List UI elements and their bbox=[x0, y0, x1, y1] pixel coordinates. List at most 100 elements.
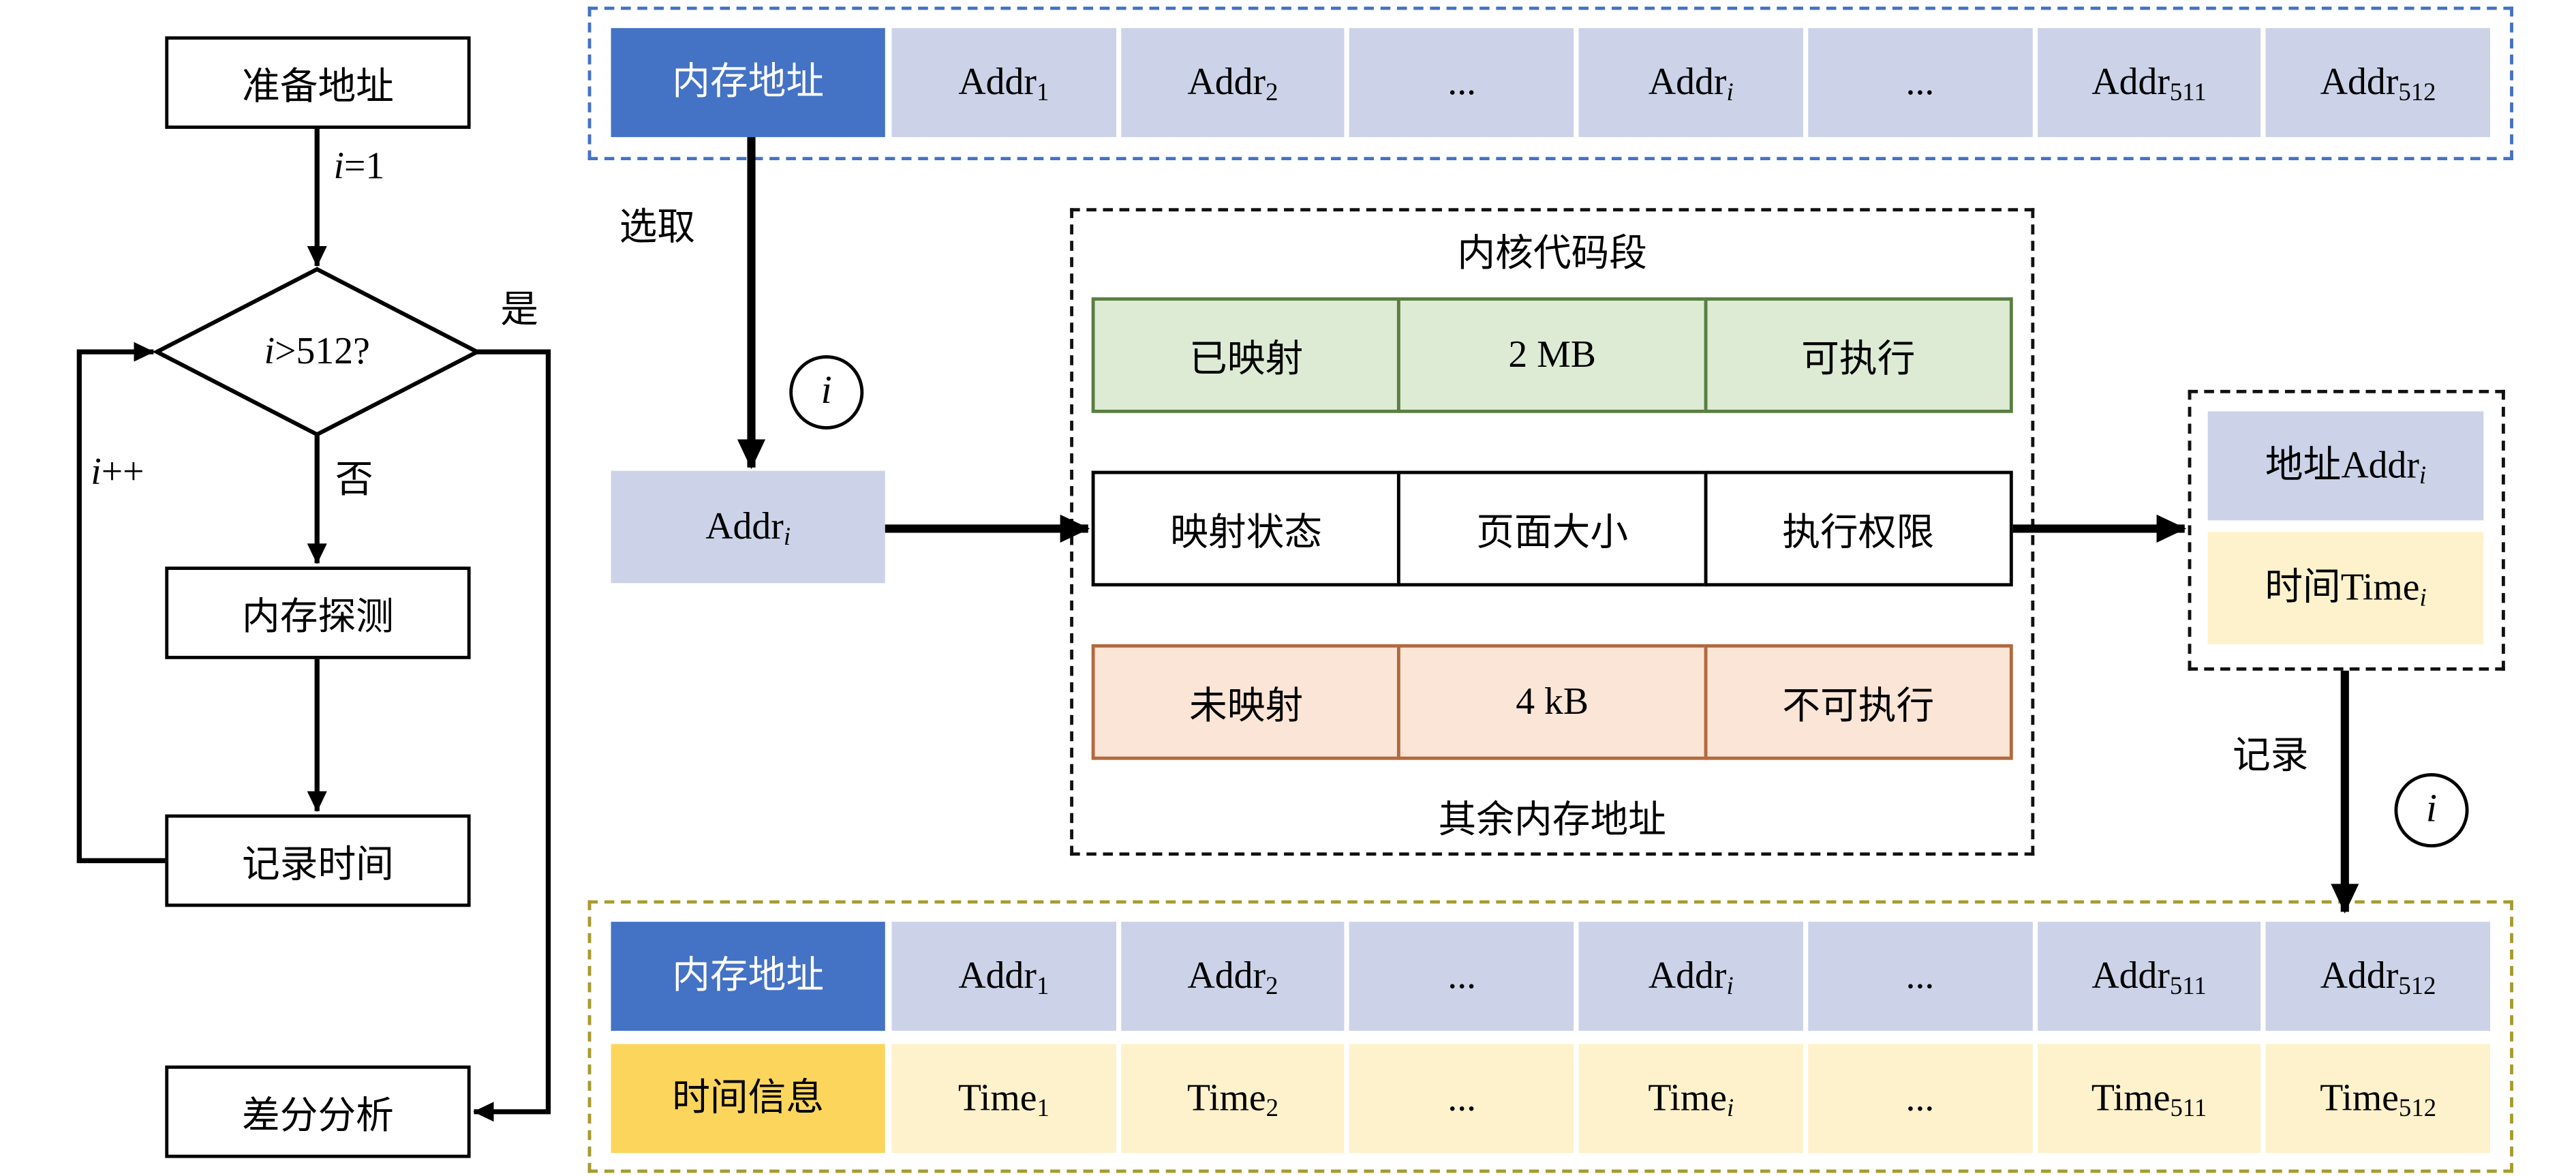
time-base: Time bbox=[1648, 1076, 1727, 1119]
result-table-frame bbox=[587, 900, 2513, 1173]
exec-perm-cell: 执行权限 bbox=[1703, 470, 2013, 587]
addr-base: Addr bbox=[1648, 61, 1727, 103]
address-table-header: 内存地址 bbox=[611, 28, 885, 138]
time-base: Time bbox=[1186, 1076, 1266, 1119]
result-time-cell-512: Time512 bbox=[2266, 1044, 2491, 1154]
unmapped-row: 未映射 4 kB 不可执行 bbox=[1091, 644, 2013, 760]
select-label: 选取 bbox=[619, 206, 696, 248]
time-sub: 512 bbox=[2398, 1094, 2437, 1123]
ellipsis: ... bbox=[1905, 954, 1935, 997]
result-time-base: Time bbox=[2340, 567, 2420, 608]
page-size-cell: 页面大小 bbox=[1397, 470, 1707, 587]
time-base: Time bbox=[2320, 1076, 2399, 1119]
addr-sub: 511 bbox=[2169, 78, 2207, 107]
addr-sub: 1 bbox=[1036, 78, 1049, 107]
address-cell-ellipsis-2: ... bbox=[1807, 28, 2032, 138]
addr-sub: i bbox=[783, 523, 791, 552]
kernel-segment-title: 内核代码段 bbox=[1457, 232, 1648, 275]
result-address-cell: 地址Addri bbox=[2207, 411, 2484, 521]
address-cell-2: Addr2 bbox=[1120, 28, 1345, 138]
result-time-cell-i: Timei bbox=[1578, 1044, 1803, 1154]
result-table-time-header: 时间信息 bbox=[611, 1044, 885, 1154]
attribute-row: 映射状态 页面大小 执行权限 bbox=[1091, 470, 2013, 587]
diff-analysis-box: 差分分析 bbox=[165, 1065, 471, 1158]
selected-address-box: Addri bbox=[611, 470, 885, 584]
result-time-cell: 时间Timei bbox=[2207, 532, 2484, 645]
address-cell-512: Addr512 bbox=[2266, 28, 2491, 138]
unmapped-size-cell: 4 kB bbox=[1397, 644, 1707, 760]
result-time-cell-1: Time1 bbox=[891, 1044, 1116, 1154]
increment-label: i++ bbox=[91, 451, 144, 494]
addr-base: Addr bbox=[2091, 61, 2170, 103]
result-table-addr-header: 内存地址 bbox=[611, 922, 885, 1031]
prepare-address-box: 准备地址 bbox=[165, 36, 471, 130]
result-addr-cell-512: Addr512 bbox=[2266, 922, 2491, 1031]
prepare-address-label: 准备地址 bbox=[241, 65, 394, 108]
ellipsis: ... bbox=[1447, 1076, 1477, 1119]
time-sub: 511 bbox=[2170, 1094, 2207, 1123]
time-sub: 1 bbox=[1037, 1094, 1049, 1123]
mapped-size-cell: 2 MB bbox=[1397, 297, 1707, 413]
address-table-cells: Addr1 Addr2 ... Addri ... Addr511 Addr51… bbox=[891, 28, 2491, 138]
index-badge-top: i bbox=[789, 355, 864, 430]
time-sub: 2 bbox=[1266, 1094, 1279, 1123]
addr-sub: 512 bbox=[2398, 972, 2436, 1001]
cond-rest: >512? bbox=[275, 330, 370, 372]
addr-base: Addr bbox=[1187, 61, 1266, 103]
mapped-perm-cell: 可执行 bbox=[1703, 297, 2013, 413]
result-addr-cell-1: Addr1 bbox=[891, 922, 1116, 1031]
init-label: i=1 bbox=[333, 145, 384, 188]
inc-var: i bbox=[91, 451, 102, 493]
address-cell-i: Addri bbox=[1578, 28, 1803, 138]
addr-base: Addr bbox=[2091, 954, 2170, 997]
result-time-cell-2: Time2 bbox=[1120, 1044, 1345, 1154]
addr-base: Addr bbox=[1648, 954, 1727, 997]
unmapped-perm-cell: 不可执行 bbox=[1703, 644, 2013, 760]
result-addr-cell-i: Addri bbox=[1578, 922, 1803, 1031]
address-table-frame bbox=[587, 6, 2513, 161]
record-time-label: 记录时间 bbox=[241, 844, 394, 886]
kernel-segment-footer: 其余内存地址 bbox=[1438, 799, 1666, 841]
result-addr-sub: i bbox=[2419, 462, 2427, 490]
addr-sub: 511 bbox=[2169, 972, 2207, 1001]
addr-base: Addr bbox=[1187, 954, 1266, 997]
addr-base: Addr bbox=[2320, 61, 2399, 103]
addr-base: Addr bbox=[705, 505, 784, 547]
address-cell-511: Addr511 bbox=[2037, 28, 2261, 138]
mapped-state-cell: 已映射 bbox=[1091, 297, 1401, 413]
yes-label: 是 bbox=[500, 289, 538, 331]
addr-sub: 1 bbox=[1036, 972, 1049, 1001]
cond-var: i bbox=[264, 330, 275, 372]
condition-label: i>512? bbox=[157, 269, 477, 434]
result-addr-cell-511: Addr511 bbox=[2037, 922, 2261, 1031]
address-cell-ellipsis-1: ... bbox=[1349, 28, 1574, 138]
result-time-prefix: 时间 bbox=[2265, 567, 2341, 608]
init-rest: =1 bbox=[343, 145, 385, 187]
record-action-label: 记录 bbox=[2233, 735, 2309, 777]
no-label: 否 bbox=[335, 459, 373, 501]
result-addr-prefix: 地址 bbox=[2265, 444, 2342, 486]
memory-probe-label: 内存探测 bbox=[241, 596, 394, 638]
addr-sub: 2 bbox=[1266, 78, 1278, 107]
addr-sub: 2 bbox=[1266, 972, 1278, 1001]
mapped-row: 已映射 2 MB 可执行 bbox=[1091, 297, 2013, 413]
result-frame bbox=[2188, 389, 2505, 671]
addr-base: Addr bbox=[958, 61, 1037, 103]
result-addr-ellipsis-1: ... bbox=[1349, 922, 1574, 1031]
address-cell-1: Addr1 bbox=[891, 28, 1116, 138]
ellipsis: ... bbox=[1447, 954, 1477, 997]
inc-rest: ++ bbox=[101, 451, 144, 493]
result-time-sub: i bbox=[2419, 584, 2427, 613]
result-time-cell-511: Time511 bbox=[2037, 1044, 2261, 1154]
result-addr-ellipsis-2: ... bbox=[1807, 922, 2032, 1031]
time-base: Time bbox=[957, 1076, 1037, 1119]
time-base: Time bbox=[2091, 1076, 2171, 1119]
addr-base: Addr bbox=[2320, 954, 2399, 997]
result-time-ellipsis-1: ... bbox=[1349, 1044, 1574, 1154]
ellipsis: ... bbox=[1447, 61, 1477, 103]
memory-probe-box: 内存探测 bbox=[165, 567, 471, 659]
unmapped-state-cell: 未映射 bbox=[1091, 644, 1401, 760]
result-time-ellipsis-2: ... bbox=[1807, 1044, 2032, 1154]
time-sub: i bbox=[1726, 1094, 1734, 1123]
